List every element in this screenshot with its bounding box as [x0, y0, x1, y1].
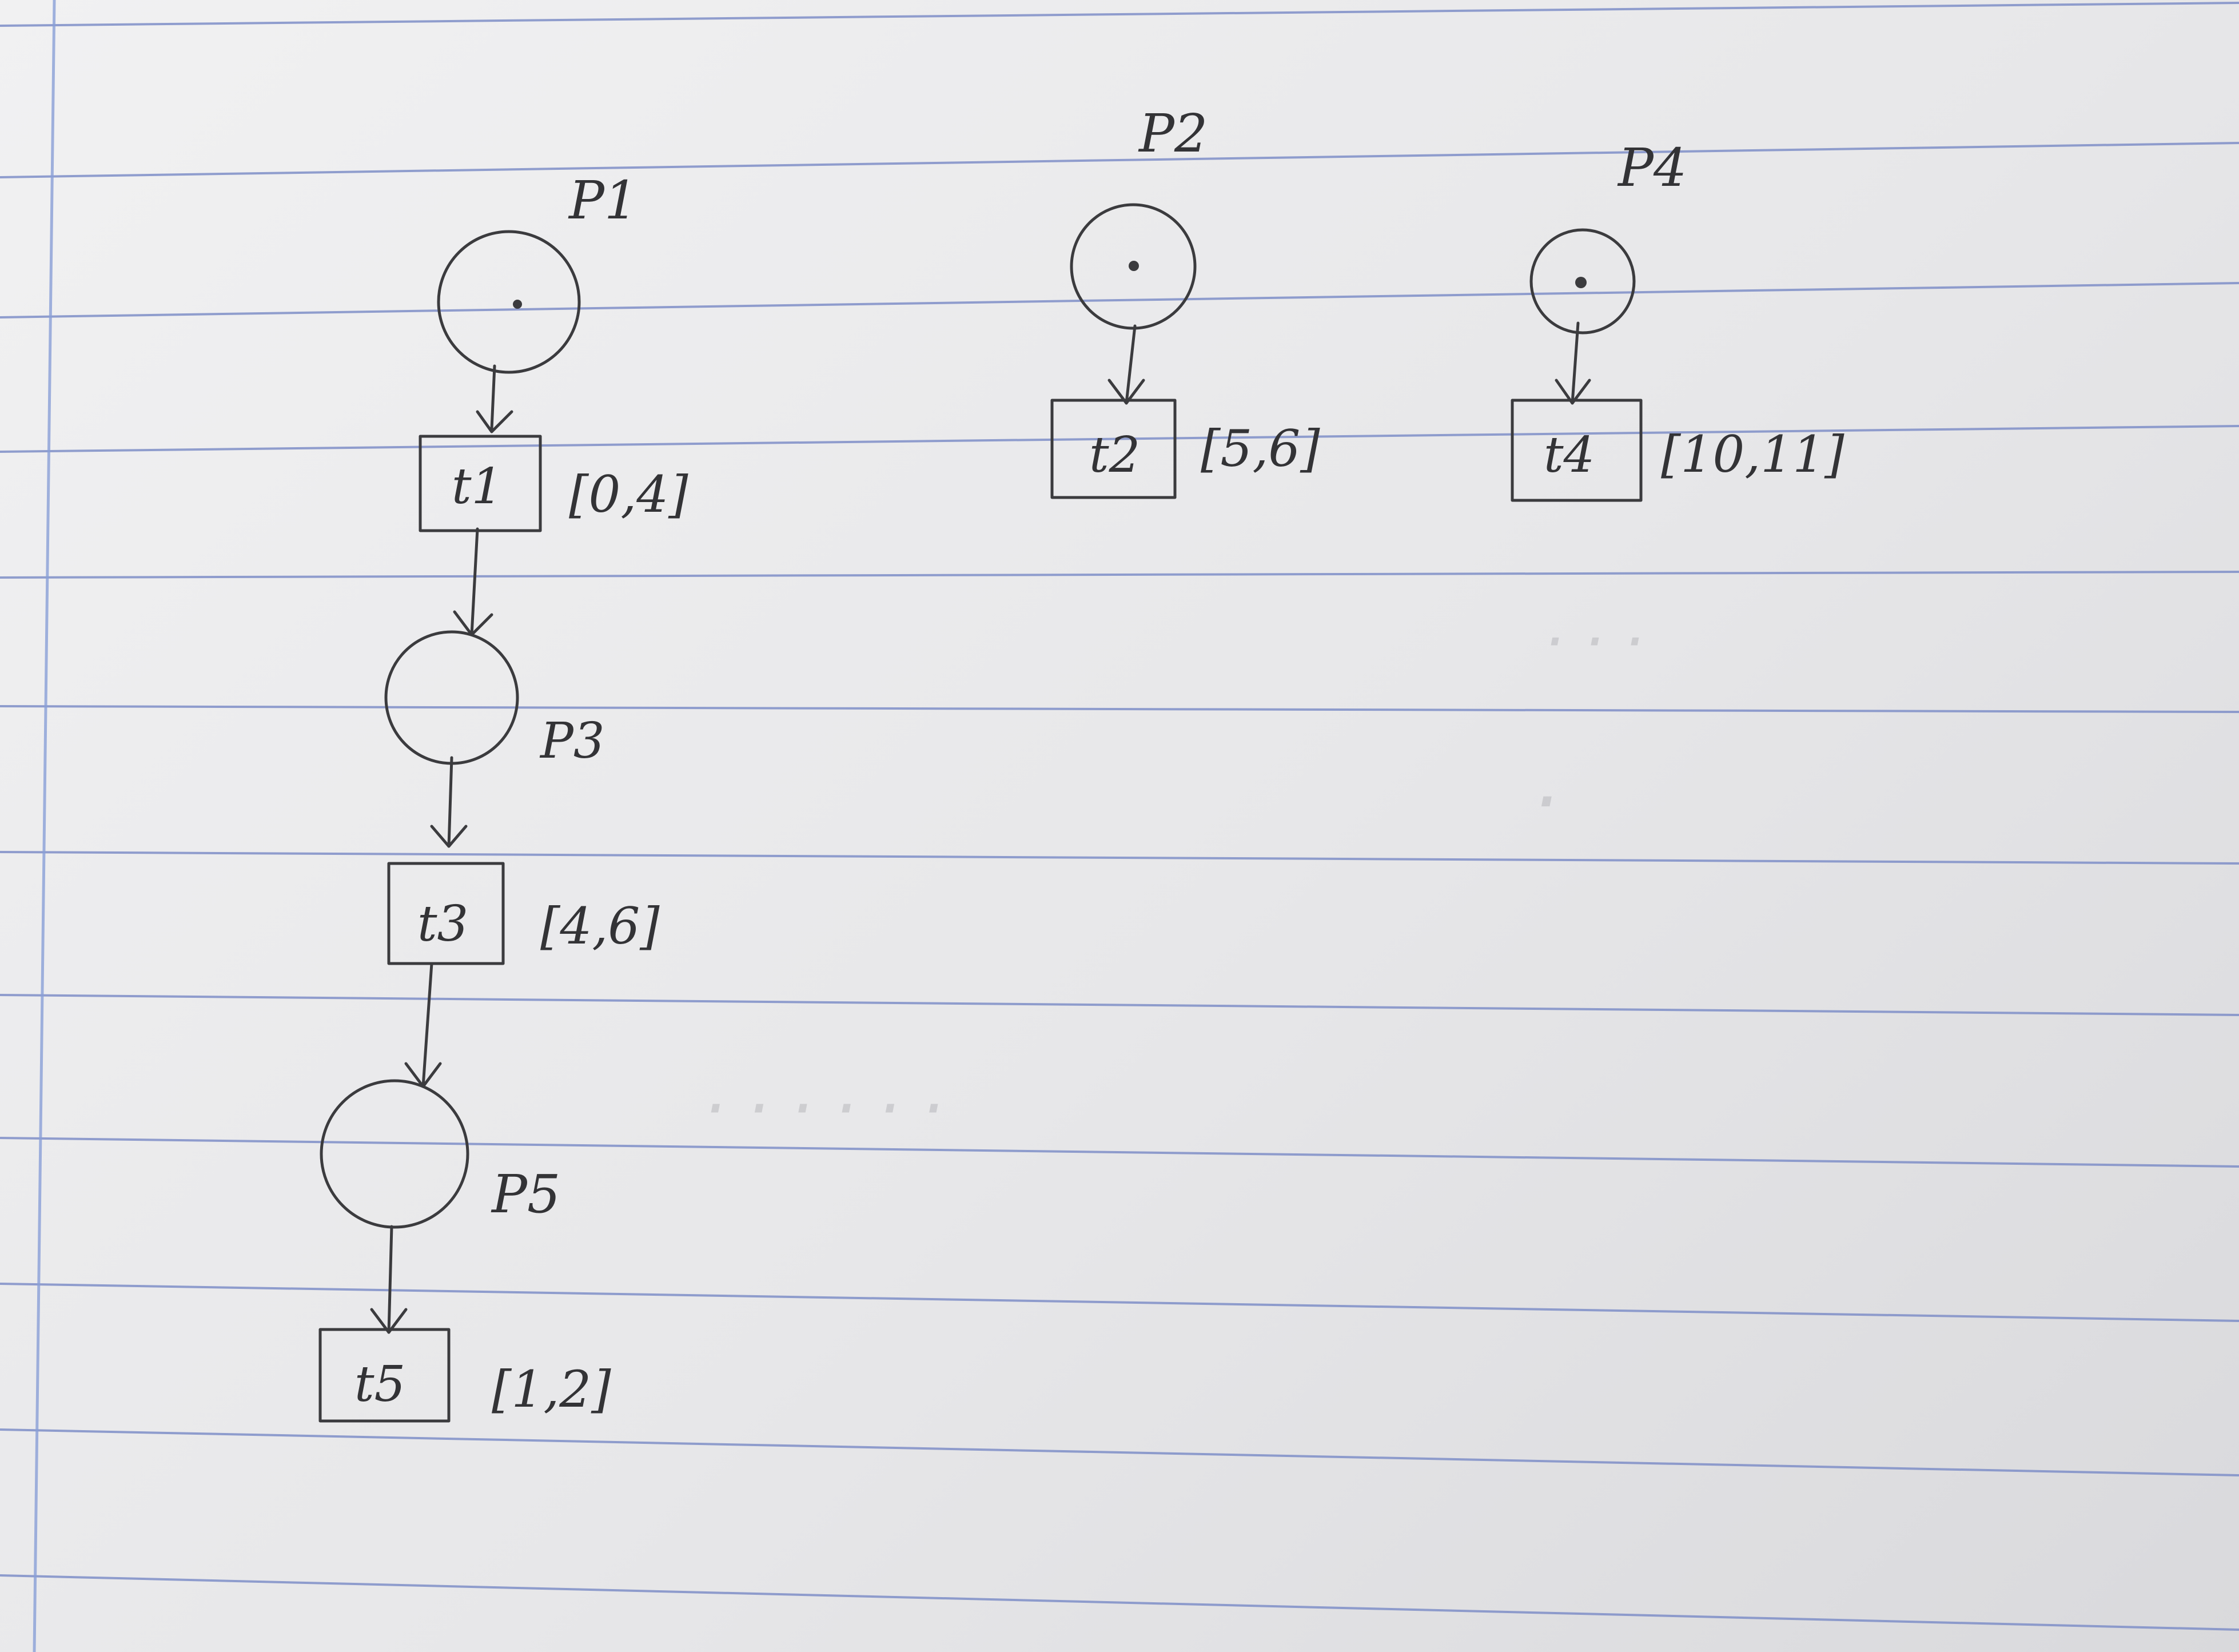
transition-t5: t5 [1,2] — [318, 1328, 611, 1423]
place-circle — [320, 1079, 469, 1229]
transition-t4: t4 [10,11] — [1511, 399, 1844, 502]
transition-label: t4 — [1544, 427, 1595, 484]
arc-p2-t2 — [1125, 324, 1137, 405]
token-dot — [1575, 277, 1587, 288]
transition-t1: t1 [0,4] — [419, 435, 688, 532]
faint-ghost-text: · — [1532, 755, 1558, 849]
ruled-line — [0, 1428, 2239, 1476]
place-label: P5 — [491, 1164, 560, 1225]
transition-label: t1 — [452, 458, 503, 515]
arrowhead-p5-t5 — [370, 1308, 408, 1334]
arrowhead-p2-t2 — [1107, 379, 1145, 405]
arc-p1-t1 — [490, 364, 496, 431]
place-p5: P5 — [320, 1079, 560, 1229]
transition-t2: t2 [5,6] — [1050, 399, 1320, 499]
ruled-line — [0, 994, 2239, 1016]
arc-p3-t3 — [447, 756, 453, 848]
transition-label: t2 — [1089, 427, 1140, 484]
place-circle — [384, 630, 519, 765]
transition-box — [1050, 399, 1177, 499]
transition-interval: [10,11] — [1661, 425, 1844, 484]
transition-label: t3 — [417, 895, 468, 953]
place-label: P4 — [1617, 137, 1687, 198]
place-p2: P2 — [1070, 103, 1208, 330]
transition-interval: [4,6] — [540, 897, 660, 956]
transition-interval: [0,4] — [569, 465, 688, 524]
place-p1: P1 — [437, 170, 638, 374]
transition-box — [419, 435, 542, 532]
ruled-line — [0, 1574, 2239, 1631]
place-circle — [1070, 203, 1197, 330]
arrowhead-p1-t1 — [476, 410, 513, 433]
place-circle — [437, 230, 581, 374]
token-dot — [1129, 261, 1139, 271]
arc-t1-p3 — [470, 527, 479, 636]
ruled-line — [0, 571, 2239, 579]
margin-line — [33, 0, 56, 1652]
arrowhead-p3-t3 — [430, 825, 468, 848]
transition-box — [1511, 399, 1643, 502]
place-label: P3 — [539, 712, 605, 770]
transition-t3: t3 [4,6] — [387, 862, 660, 965]
place-label: P1 — [568, 170, 638, 231]
transition-label: t5 — [354, 1356, 405, 1413]
ruled-line — [0, 142, 2239, 178]
place-label: P2 — [1138, 103, 1208, 164]
place-p4: P4 — [1529, 137, 1687, 335]
place-circle — [1529, 228, 1636, 335]
faint-ghost-text: · · · — [1544, 605, 1644, 678]
ruled-line — [0, 425, 2239, 453]
ruled-line — [0, 851, 2239, 865]
token-dot — [513, 300, 522, 309]
ruled-line — [0, 282, 2239, 319]
arc-t3-p5 — [421, 962, 433, 1088]
ruled-line — [0, 1283, 2239, 1322]
place-p3: P3 — [384, 630, 605, 770]
transition-interval: [5,6] — [1201, 419, 1320, 478]
transition-interval: [1,2] — [492, 1360, 611, 1419]
arrowhead-p4-t4 — [1555, 379, 1591, 405]
transition-box — [387, 862, 505, 965]
bleed-through-writing: · · · · · · · · · · — [703, 605, 1644, 1149]
arc-p4-t4 — [1571, 321, 1580, 405]
ruled-line — [0, 705, 2239, 713]
arcs — [370, 321, 1591, 1334]
ruled-line — [0, 2, 2239, 27]
transition-box — [318, 1328, 451, 1423]
faint-ghost-text: · · · · · · — [703, 1069, 943, 1149]
arc-p5-t5 — [387, 1225, 393, 1334]
ruled-line — [0, 1137, 2239, 1168]
